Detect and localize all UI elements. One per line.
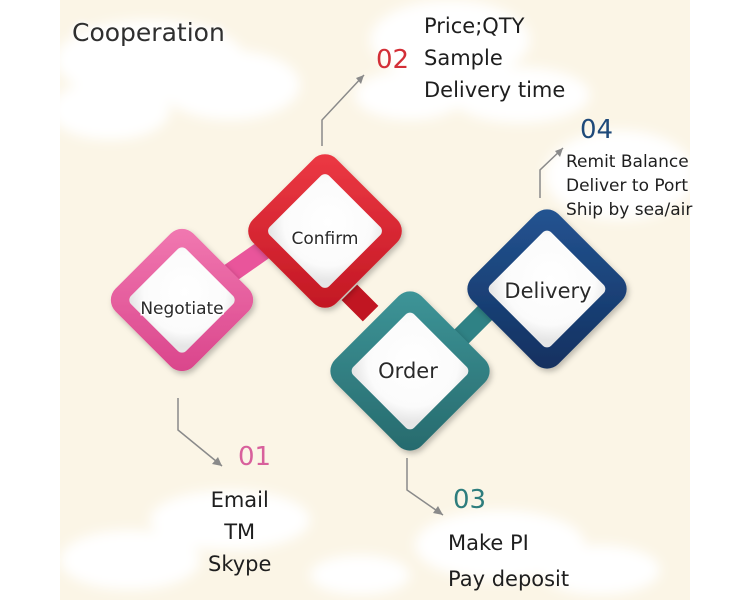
detail-item: TM [224,520,256,544]
step-details-confirm: Price;QTY Sample Delivery time [424,10,565,106]
step-number-03: 03 [453,485,487,515]
detail-item: Price;QTY [424,14,525,38]
step-order [330,291,490,451]
step-number-01: 01 [238,442,272,472]
detail-item: Sample [424,46,503,70]
step-label-confirm: Confirm [291,229,358,249]
step-details-delivery: Remit Balance Deliver to Port Ship by se… [566,150,692,222]
detail-item: Ship by sea/air [566,200,693,220]
step-details-order: Make PI Pay deposit [448,525,569,597]
step-delivery [467,209,627,369]
step-number-02: 02 [376,45,410,75]
step-details-negotiate: Email TM Skype [208,484,271,580]
step-label-negotiate: Negotiate [140,299,223,319]
detail-item: Remit Balance [566,152,689,172]
detail-item: Email [210,488,269,512]
diagram-heading: Cooperation [72,18,225,47]
step-label-delivery: Delivery [504,279,591,303]
detail-item: Deliver to Port [566,176,689,196]
detail-item: Skype [208,552,272,576]
step-confirm [248,154,402,308]
step-number-04: 04 [580,115,614,145]
detail-item: Make PI [448,531,529,555]
detail-item: Pay deposit [448,567,570,591]
cloud-decorations [50,0,695,595]
step-label-order: Order [378,359,438,383]
arrows [177,74,564,516]
detail-item: Delivery time [424,78,566,102]
step-negotiate [110,228,254,372]
